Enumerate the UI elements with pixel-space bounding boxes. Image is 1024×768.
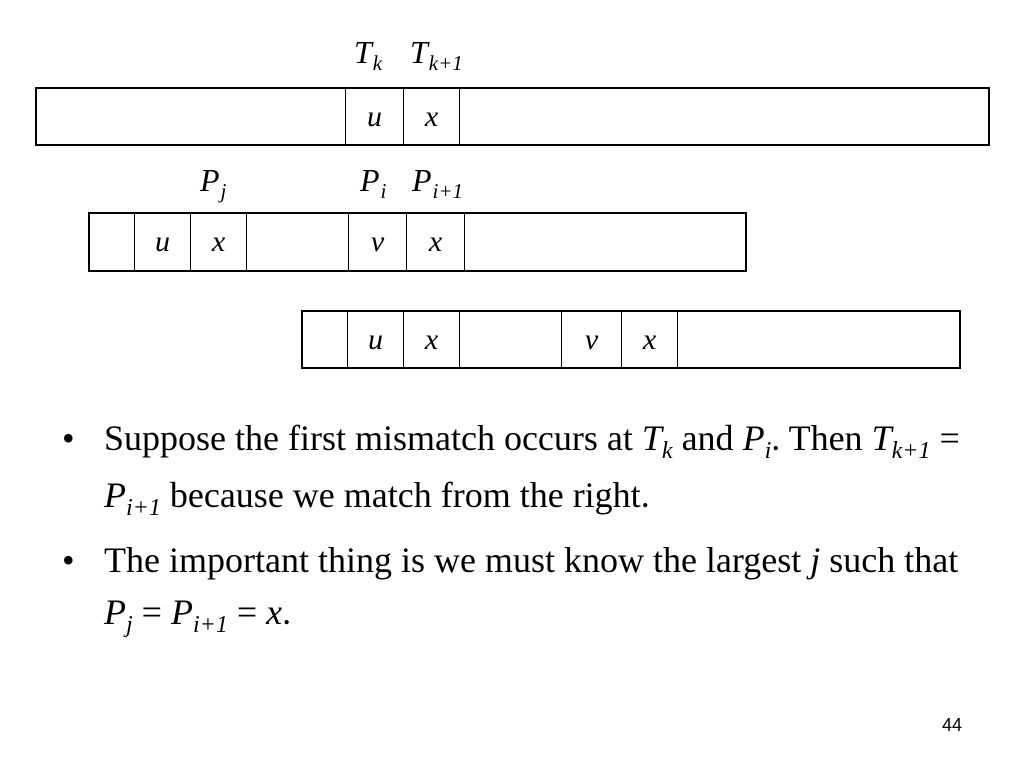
- bullet-dot: •: [62, 540, 75, 580]
- page-number: 44: [941, 715, 962, 735]
- pattern2-cell-x: x: [424, 322, 439, 356]
- bullet-list: • Suppose the first mismatch occurs at T…: [62, 412, 992, 651]
- bullet-dot: •: [62, 418, 75, 458]
- label-p-i: Pi: [360, 162, 387, 203]
- pattern2-cell-v: v: [584, 322, 599, 356]
- pattern2-cell-u: u: [368, 322, 383, 356]
- bullet-item-1: • Suppose the first mismatch occurs at T…: [62, 412, 992, 526]
- pattern-strip-1: u x v x: [88, 212, 747, 272]
- text-cell-u: u: [367, 99, 382, 133]
- pattern1-cell-u: u: [155, 225, 170, 258]
- label-p-i-plus-1: Pi+1: [412, 162, 464, 203]
- pattern1-cell-v: v: [370, 225, 385, 258]
- pattern1-cell-x: x: [211, 225, 226, 258]
- pattern1-cell-x2: x: [428, 225, 443, 258]
- text-cell-x: x: [424, 99, 439, 133]
- text-strip: u x: [35, 87, 990, 146]
- pattern2-cell-x2: x: [642, 322, 657, 356]
- bullet-item-2: • The important thing is we must know th…: [62, 534, 992, 643]
- pattern-strip-2: u x v x: [301, 310, 961, 369]
- label-t-k-plus-1: Tk+1: [410, 34, 463, 75]
- label-p-j: Pj: [200, 162, 227, 203]
- label-t-k: Tk: [354, 34, 383, 75]
